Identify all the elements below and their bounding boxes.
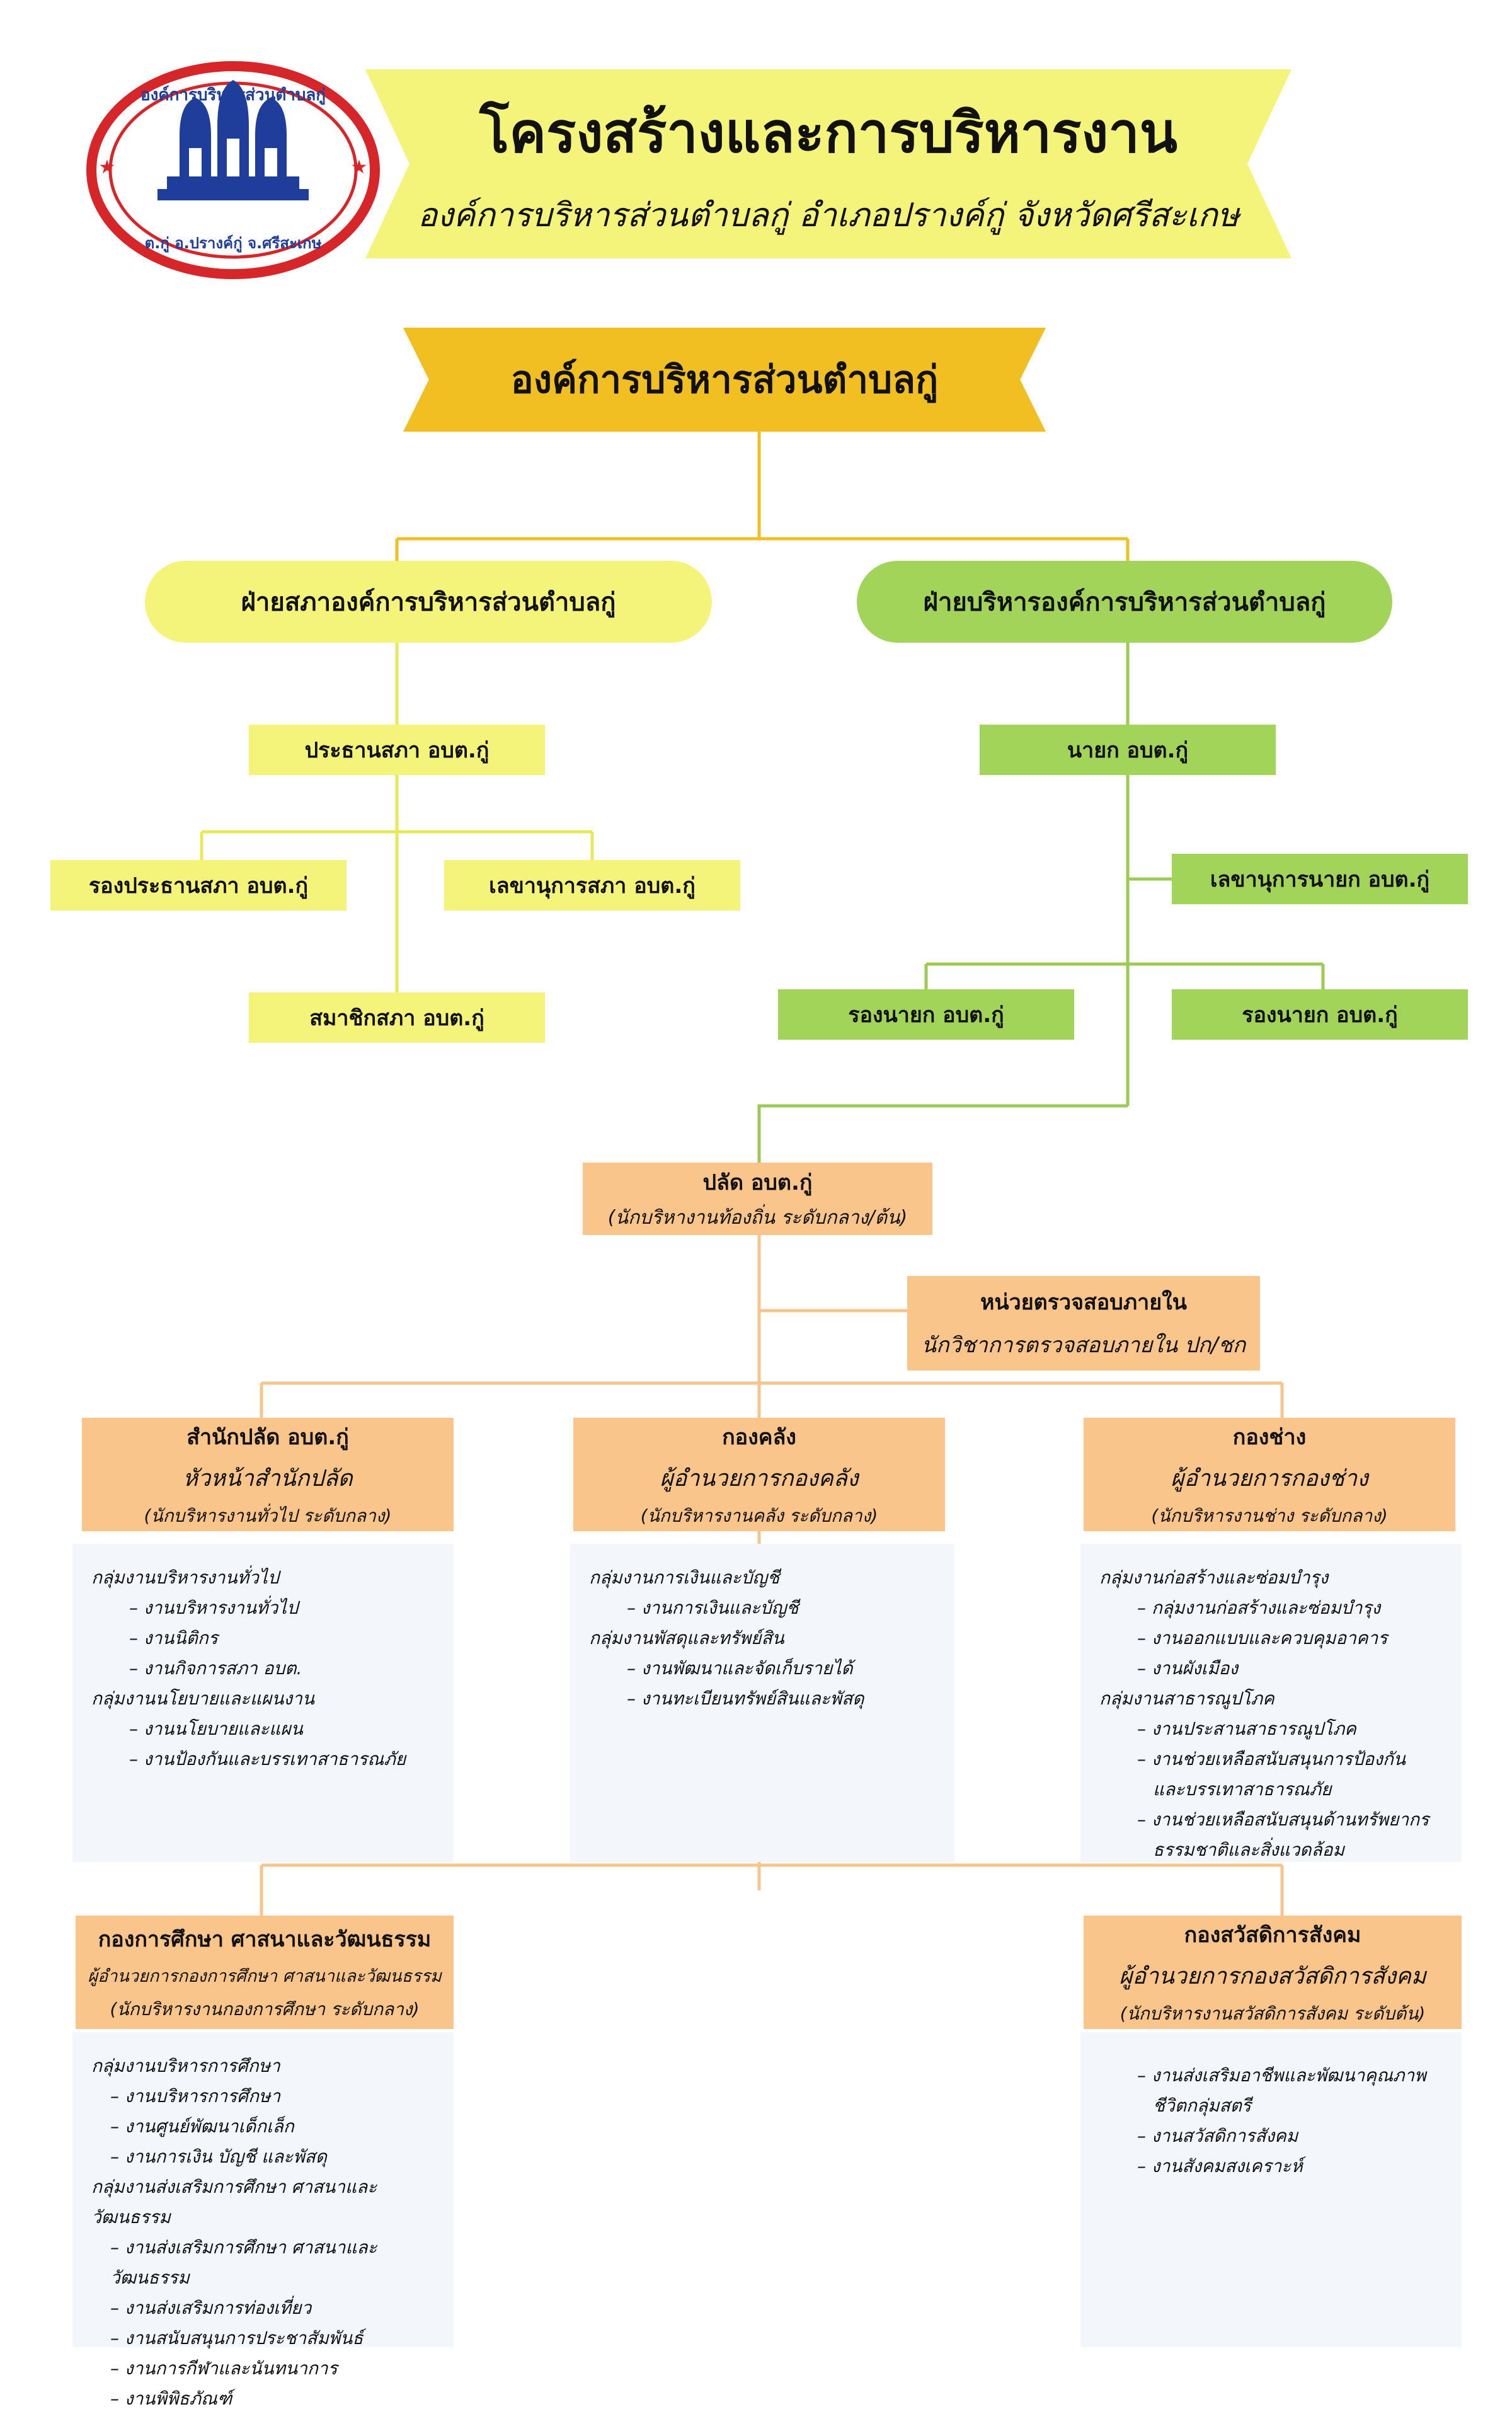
page-title: โครงสร้างและการบริหารงาน	[479, 100, 1177, 165]
dept-education: กองการศึกษา ศาสนาและวัฒนธรรม ผู้อำนวยการ…	[76, 1916, 454, 2029]
dept-palad-office: สำนักปลัด อบต.กู่ หัวหน้าสำนักปลัด (นักบ…	[82, 1418, 454, 1531]
deputy-mayor-2: รองนายก อบต.กู่	[1172, 989, 1468, 1040]
list-item: – งานบริหารงานทั่วไป	[129, 1597, 299, 1618]
list-item: – งานการเงินและบัญชี	[627, 1597, 799, 1618]
logo-top-text: องค์การบริหารส่วนตำบลกู่	[140, 85, 326, 105]
dept-title: กองช่าง	[1232, 1424, 1307, 1450]
dept-head: ผู้อำนวยการกองช่าง	[1171, 1465, 1368, 1492]
dept-title: กองสวัสดิการสังคม	[1184, 1922, 1361, 1948]
logo-bottom-text: ต.กู่ อ.ปรางค์กู่ จ.ศรีสะเกษ	[144, 234, 322, 252]
list-item: – งานศูนย์พัฒนาเด็กเล็ก	[110, 2116, 294, 2137]
list-item: – งานการเงิน บัญชี และพัสดุ	[110, 2146, 327, 2167]
page-subtitle: องค์การบริหารส่วนตำบลกู่ อำเภอปรางค์กู่ …	[418, 196, 1239, 234]
list-item: กลุ่มงานนโยบายและแผนงาน	[91, 1688, 314, 1709]
list-item: กลุ่มงานสาธารณูปโภค	[1099, 1688, 1274, 1709]
logo: ★ ★ องค์การบริหารส่วนตำบลกู่ ต.กู่ อ.ปรา…	[85, 60, 381, 280]
dept-finance: กองคลัง ผู้อำนวยการกองคลัง (นักบริหารงาน…	[573, 1418, 945, 1531]
list-item: กลุ่มงานส่งเสริมการศึกษา ศาสนาและวัฒนธรร…	[91, 2176, 377, 2227]
list-item: – งานพิพิธภัณฑ์	[110, 2388, 232, 2409]
list-item: – งานช่วยเหลือสนับสนุนการป้องกัน	[1137, 1749, 1406, 1769]
list-item: – งานทะเบียนทรัพย์สินและพัสดุ	[627, 1688, 864, 1709]
list-item: – งานสนับสนุนการประชาสัมพันธ์	[110, 2328, 364, 2348]
council-wing: ฝ่ายสภาองค์การบริหารส่วนตำบลกู่	[145, 561, 712, 643]
list-item: ชีวิตกลุ่มสตรี	[1153, 2095, 1251, 2116]
list-item: ธรรมชาติและสิ่งแวดล้อม	[1153, 1839, 1344, 1860]
dept-level: (นักบริหารงานสวัสดิการสังคม ระดับต้น)	[1120, 2003, 1426, 2024]
council-member: สมาชิกสภา อบต.กู่	[249, 992, 545, 1043]
council-secretary: เลขานุการสภา อบต.กู่	[444, 860, 740, 911]
dept-head: หัวหน้าสำนักปลัด	[183, 1465, 353, 1492]
header-banner	[365, 69, 1292, 258]
list-item: – งานผังเมือง	[1137, 1658, 1239, 1679]
list-item: – งานพัฒนาและจัดเก็บรายได้	[627, 1658, 853, 1679]
list-item: – งานบริหารการศึกษา	[110, 2086, 281, 2107]
dept-panel-engineering: กลุ่มงานก่อสร้างและซ่อมบำรุง – กลุ่มงานก…	[1080, 1544, 1462, 1862]
list-item: กลุ่มงานก่อสร้างและซ่อมบำรุง	[1099, 1567, 1329, 1588]
list-item: – งานสังคมสงเคราะห์	[1137, 2156, 1303, 2176]
list-item: – งานประสานสาธารณูปโภค	[1137, 1718, 1356, 1739]
mayor: นายก อบต.กู่	[980, 725, 1276, 775]
list-item: กลุ่มงานบริหารงานทั่วไป	[91, 1567, 279, 1588]
list-item: กลุ่มงานบริหารการศึกษา	[91, 2055, 280, 2076]
list-item: – งานสวัสดิการสังคม	[1137, 2125, 1298, 2146]
dept-level: (นักบริหารงานช่าง ระดับกลาง)	[1151, 1505, 1388, 1526]
dept-level: (นักบริหารงานกองการศึกษา ระดับกลาง)	[110, 1998, 420, 2020]
council-vice-chair: รองประธานสภา อบต.กู่	[50, 860, 346, 911]
dept-title: กองคลัง	[722, 1424, 796, 1450]
list-item: – งานนิติกร	[129, 1628, 218, 1648]
palad-box: ปลัด อบต.กู่ (นักบริหางานท้องถิ่น ระดับก…	[583, 1163, 932, 1235]
svg-text:★: ★	[99, 156, 116, 178]
dept-panel-social-welfare: – งานส่งเสริมอาชีพและพัฒนาคุณภาพ ชีวิตกล…	[1080, 2032, 1462, 2347]
dept-engineering: กองช่าง ผู้อำนวยการกองช่าง (นักบริหารงาน…	[1084, 1418, 1455, 1531]
list-item: – กลุ่มงานก่อสร้างและซ่อมบำรุง	[1137, 1597, 1381, 1618]
dept-panel-finance: กลุ่มงานการเงินและบัญชี – งานการเงินและบ…	[570, 1544, 954, 1862]
list-item: – งานส่งเสริมการท่องเที่ยว	[110, 2297, 312, 2318]
audit-title: หน่วยตรวจสอบภายใน	[980, 1290, 1188, 1315]
council-chair: ประธานสภา อบต.กู่	[249, 725, 545, 775]
dept-panel-education: กลุ่มงานบริหารการศึกษา – งานบริหารการศึก…	[72, 2032, 454, 2409]
list-item: – งานส่งเสริมอาชีพและพัฒนาคุณภาพ	[1137, 2065, 1426, 2086]
dept-social-welfare: กองสวัสดิการสังคม ผู้อำนวยการกองสวัสดิกา…	[1084, 1916, 1462, 2029]
dept-head: ผู้อำนวยการกองการศึกษา ศาสนาและวัฒนธรรม	[88, 1966, 442, 1986]
executive-wing: ฝ่ายบริหารองค์การบริหารส่วนตำบลกู่	[857, 561, 1392, 643]
org-box: องค์การบริหารส่วนตำบลกู่	[403, 328, 1046, 432]
deputy-mayor-1: รองนายก อบต.กู่	[778, 989, 1074, 1040]
list-item: – งานช่วยเหลือสนับสนุนด้านทรัพยากร	[1137, 1809, 1429, 1830]
list-item: – งานส่งเสริมการศึกษา ศาสนาและวัฒนธรรม	[110, 2237, 377, 2288]
list-item: – งานป้องกันและบรรเทาสาธารณภัย	[129, 1749, 406, 1769]
dept-level: (นักบริหารงานทั่วไป ระดับกลาง)	[144, 1505, 392, 1526]
list-item: – งานนโยบายและแผน	[129, 1718, 303, 1739]
palad-title: ปลัด อบต.กู่	[702, 1170, 813, 1195]
dept-panel-palad-office: กลุ่มงานบริหารงานทั่วไป – งานบริหารงานทั…	[72, 1544, 454, 1862]
dept-title: สำนักปลัด อบต.กู่	[186, 1424, 349, 1450]
palad-sub: (นักบริหางานท้องถิ่น ระดับกลาง/ต้น)	[607, 1207, 908, 1229]
mayor-secretary: เลขานุการนายก อบต.กู่	[1172, 854, 1468, 904]
svg-text:★: ★	[351, 156, 368, 178]
list-item: – งานออกแบบและควบคุมอาคาร	[1137, 1628, 1388, 1648]
audit-sub: นักวิชาการตรวจสอบภายใน ปก/ชก	[921, 1333, 1246, 1358]
list-item: กลุ่มงานพัสดุและทรัพย์สิน	[589, 1628, 784, 1648]
dept-head: ผู้อำนวยการกองคลัง	[660, 1465, 859, 1492]
dept-title: กองการศึกษา ศาสนาและวัฒนธรรม	[98, 1926, 432, 1952]
audit-box: หน่วยตรวจสอบภายใน นักวิชาการตรวจสอบภายใน…	[907, 1276, 1260, 1371]
list-item: กลุ่มงานการเงินและบัญชี	[589, 1567, 780, 1588]
dept-level: (นักบริหารงานคลัง ระดับกลาง)	[640, 1505, 878, 1526]
list-item: – งานกิจการสภา อบต.	[129, 1658, 302, 1679]
list-item: และบรรเทาสาธารณภัย	[1153, 1779, 1332, 1800]
dept-head: ผู้อำนวยการกองสวัสดิการสังคม	[1119, 1963, 1426, 1989]
list-item: – งานการกีฬาและนันทนาการ	[110, 2358, 338, 2379]
